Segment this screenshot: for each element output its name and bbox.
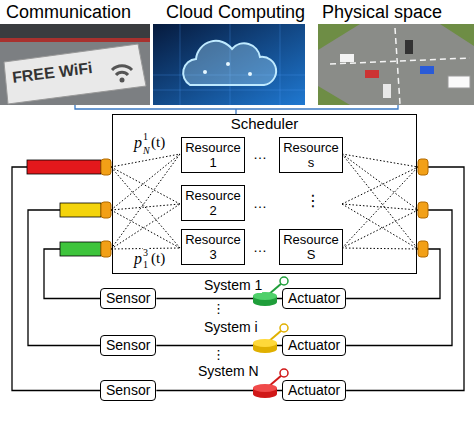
ellipsis: … <box>253 146 267 162</box>
traffic-photo <box>318 24 474 105</box>
actuator-label: Actuator <box>288 337 340 354</box>
truck <box>448 76 470 88</box>
wifi-photo <box>0 24 150 105</box>
photo-grass <box>318 86 350 105</box>
wifi-sign <box>4 44 146 104</box>
resource-box: Resource 2 <box>181 185 245 221</box>
probability-argument: (t) <box>151 134 165 151</box>
photo-awning <box>0 38 150 42</box>
probability-superscript: 1 <box>143 131 148 143</box>
sensor-box: Sensor <box>100 288 156 309</box>
port <box>418 202 428 218</box>
car <box>405 40 413 54</box>
queue-bar <box>27 160 101 174</box>
system-label: System i <box>204 319 258 335</box>
resource-box: Resource S <box>279 229 343 265</box>
vertical-ellipsis: ⋮ <box>212 348 225 361</box>
photo-dot <box>226 62 230 66</box>
queue-bar <box>60 203 101 217</box>
car <box>383 84 391 98</box>
actuator-label: Actuator <box>288 382 340 399</box>
probability-symbol: p <box>134 250 142 268</box>
assignment-line <box>342 154 418 249</box>
car <box>420 66 434 74</box>
wifi-icon <box>112 66 132 70</box>
probability-superscript: 3 <box>143 247 148 259</box>
pendulum-bob <box>280 324 288 332</box>
assignment-line <box>111 154 180 249</box>
port <box>418 241 428 257</box>
wifi-icon <box>116 72 128 75</box>
car <box>340 54 354 62</box>
assignment-line <box>342 154 418 248</box>
photo-dot <box>248 72 252 76</box>
probability-argument: (t) <box>151 250 165 267</box>
pendulum-base <box>253 339 277 347</box>
assignment-line <box>342 154 418 248</box>
sensor-box: Sensor <box>100 380 156 401</box>
probability-symbol: p <box>134 134 142 152</box>
signal-wire <box>28 210 112 346</box>
resource-box: Resource 1 <box>181 137 245 173</box>
resource-label: Resource 3 <box>184 232 242 262</box>
resource-label: Resource 2 <box>184 188 242 218</box>
signal-wire <box>346 210 452 346</box>
photo-grass <box>318 24 360 50</box>
actuator-box: Actuator <box>282 380 346 401</box>
cloud-shape <box>183 41 276 85</box>
resource-label: Resource s <box>282 140 340 170</box>
lane-marking <box>330 28 470 104</box>
photo-caption: Cloud Computing <box>166 2 305 23</box>
resource-box: Resource s <box>279 137 343 173</box>
photo-dot <box>203 70 207 74</box>
sensor-label: Sensor <box>106 337 150 354</box>
photo-caption: Communication <box>6 2 131 23</box>
photo-grass <box>440 24 474 46</box>
probability-subscript: N <box>143 145 150 157</box>
cloud-photo <box>153 24 305 105</box>
photo-caption: Physical space <box>322 2 442 23</box>
assignment-lines <box>111 154 418 249</box>
port <box>101 202 111 218</box>
pendulum-base <box>253 292 277 300</box>
sensor-box: Sensor <box>100 335 156 356</box>
vertical-ellipsis: ⋮ <box>305 192 321 210</box>
vertical-ellipsis: ⋮ <box>212 302 225 315</box>
port <box>101 159 111 175</box>
actuator-box: Actuator <box>282 288 346 309</box>
resource-box: Resource 3 <box>181 229 245 265</box>
queue-bar <box>60 242 101 256</box>
car <box>365 70 379 78</box>
pendulum-bob <box>280 277 288 285</box>
pendulum-base <box>253 384 277 392</box>
resource-label: Resource S <box>282 232 340 262</box>
assignment-line <box>111 154 180 248</box>
system-label: System 1 <box>204 277 262 293</box>
photo-grid <box>153 24 305 105</box>
sensor-label: Sensor <box>106 290 150 307</box>
wifi-icon <box>120 78 125 83</box>
actuator-label: Actuator <box>288 290 340 307</box>
sensor-label: Sensor <box>106 382 150 399</box>
signal-wire <box>12 167 112 391</box>
photo-window <box>0 24 150 38</box>
assignment-line <box>111 154 180 248</box>
bracket-line <box>75 105 398 114</box>
probability-subscript: 1 <box>143 259 148 271</box>
port <box>101 241 111 257</box>
ellipsis: … <box>253 239 267 255</box>
resource-label: Resource 1 <box>184 140 242 170</box>
pendulum-bob <box>280 369 288 377</box>
actuator-box: Actuator <box>282 335 346 356</box>
ellipsis: … <box>253 195 267 211</box>
port <box>418 159 428 175</box>
scheduler-title: Scheduler <box>113 115 416 133</box>
system-label: System N <box>198 363 259 379</box>
